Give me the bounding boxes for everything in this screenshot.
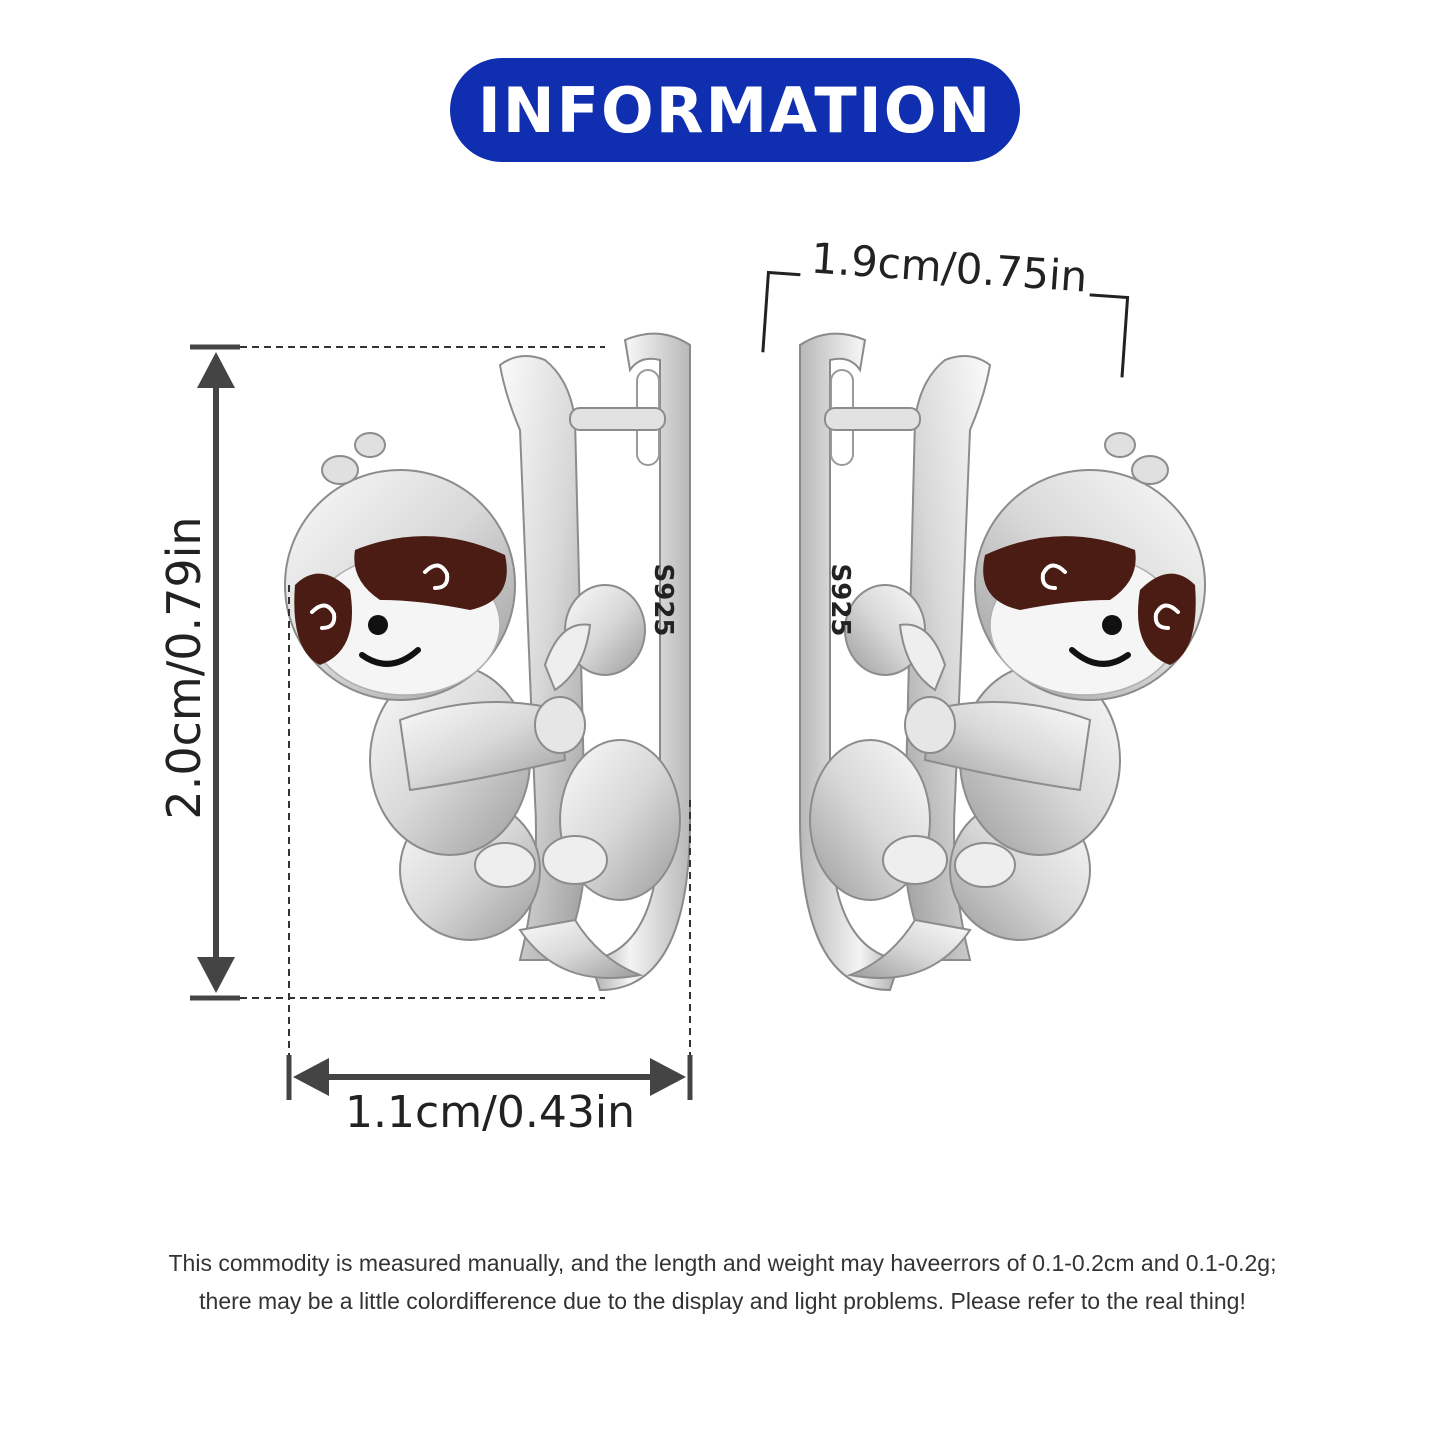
page-title: INFORMATION: [477, 73, 993, 147]
arrow-up-icon: [197, 352, 235, 388]
width-label: 1.1cm/0.43in: [345, 1087, 635, 1138]
disclaimer-line-1: This commodity is measured manually, and…: [168, 1250, 1277, 1276]
stamp-right: S925: [825, 564, 855, 637]
title-banner: INFORMATION: [450, 58, 1020, 162]
width-dimension: 1.1cm/0.43in: [286, 585, 693, 1138]
pair-width-label: 1.9cm/0.75in: [809, 233, 1089, 301]
arrow-right-icon: [650, 1058, 686, 1096]
stamp-left: S925: [648, 564, 678, 637]
height-label: 2.0cm/0.79in: [157, 516, 211, 819]
sloth-earring-left: [285, 334, 690, 990]
arrow-left-icon: [293, 1058, 329, 1096]
disclaimer-line-2: there may be a little colordifference du…: [199, 1288, 1246, 1314]
sloth-earring-right: [800, 334, 1205, 990]
arrow-down-icon: [197, 957, 235, 993]
height-dimension: 2.0cm/0.79in: [157, 344, 605, 1001]
